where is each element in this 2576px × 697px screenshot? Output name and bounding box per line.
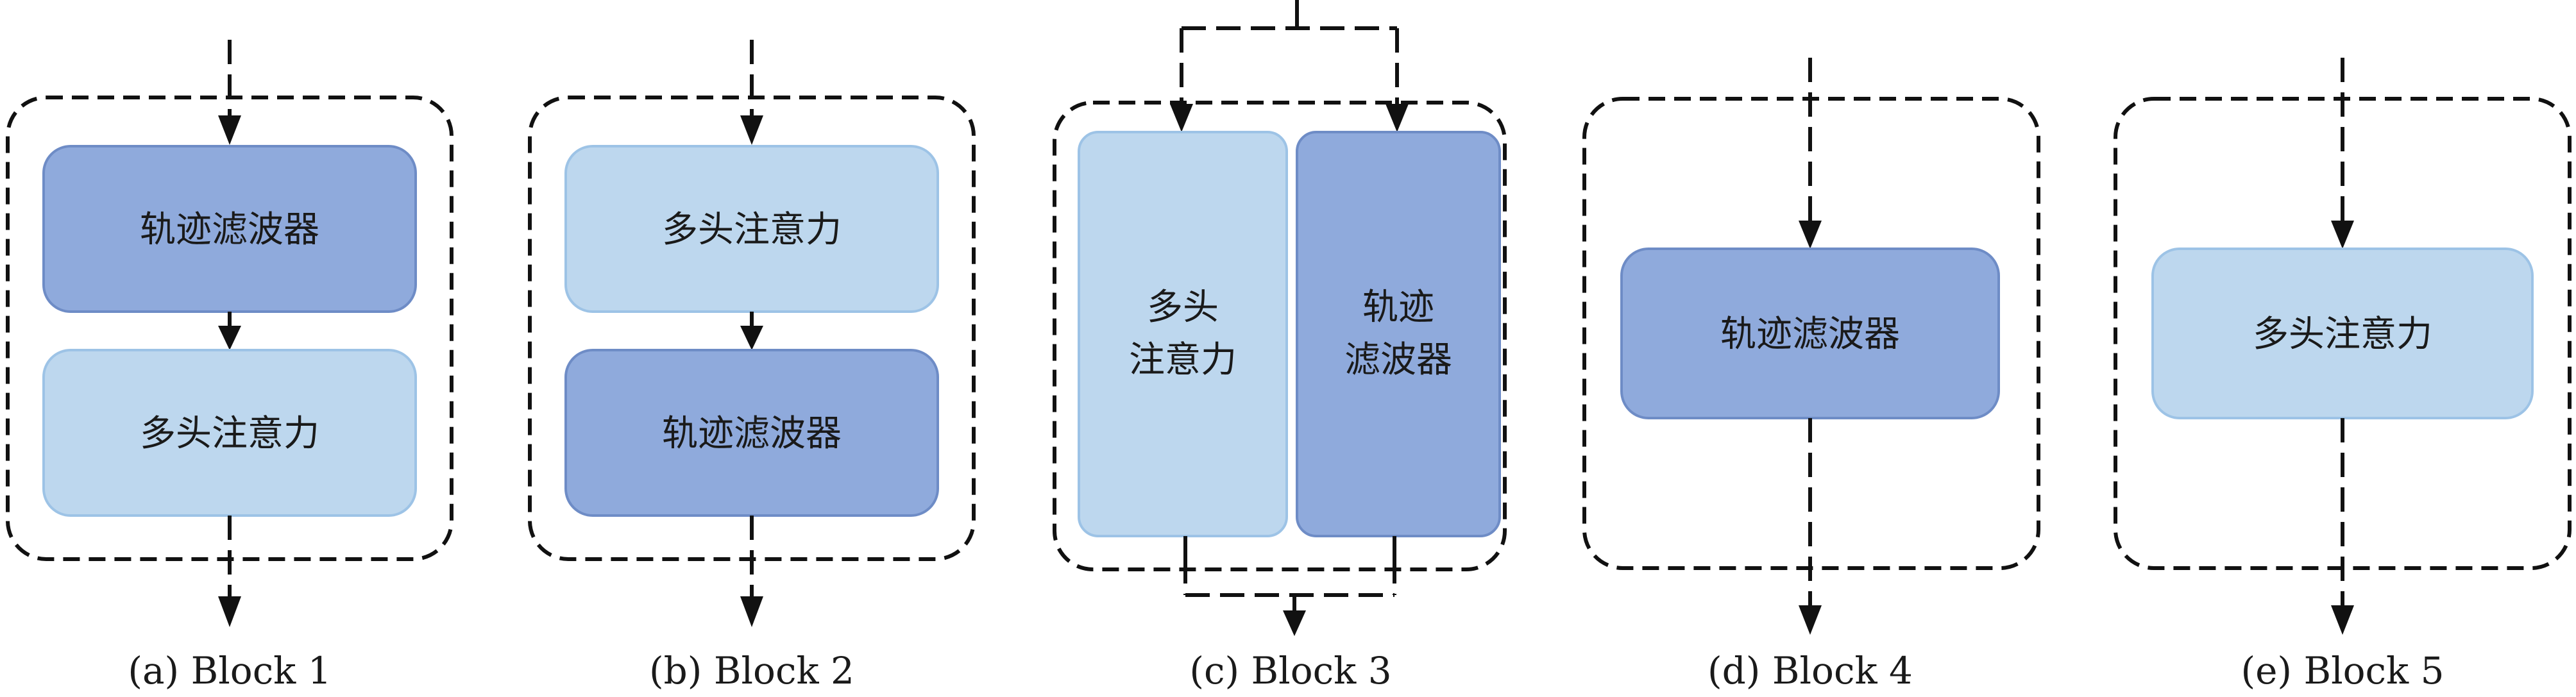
block-3-right-module-label-line1: 轨迹 [1362,287,1434,328]
block-2-bottom-module-label: 轨迹滤波器 [662,413,842,455]
block-4-module-label: 轨迹滤波器 [1720,314,1900,355]
block-2-top-module-label: 多头注意力 [662,209,842,251]
block-3-left-arrowhead [1170,104,1193,132]
block-4: 轨迹滤波器 (d) Block 4 [1582,58,2040,693]
block-3: 多头 注意力 轨迹 滤波器 (c) Block 3 [1053,0,1507,693]
block-3-left-module-label-line1: 多头 [1147,287,1219,328]
block-2-input-arrowhead [740,115,763,145]
block-5-output-arrowhead [2331,605,2354,635]
block-3-frame [1053,101,1507,571]
block-3-caption: (c) Block 3 [1189,649,1391,693]
block-1-top-module-label: 轨迹滤波器 [140,209,319,251]
block-1-output-arrowhead [218,596,241,627]
block-1-input-arrowhead [218,115,241,145]
block-1-middle-arrowhead [218,326,241,350]
block-3-multi-head-attention-module [1078,131,1288,537]
block-5-input-arrowhead [2331,221,2354,249]
block-1-bottom-module-label: 多头注意力 [140,413,319,455]
block-5-caption: (e) Block 5 [2241,649,2444,693]
block-2: 多头注意力 轨迹滤波器 (b) Block 2 [528,40,976,693]
block-3-right-arrowhead [1385,104,1409,132]
block-2-caption: (b) Block 2 [649,649,854,693]
block-1-caption: (a) Block 1 [128,649,331,693]
block-3-output-arrowhead [1283,610,1306,636]
block-3-left-module-label-line2: 注意力 [1129,339,1237,381]
block-3-right-module-label-line2: 滤波器 [1344,339,1452,381]
block-4-input-arrowhead [1799,221,1822,249]
block-2-output-arrowhead [740,596,763,627]
block-1: 轨迹滤波器 多头注意力 (a) Block 1 [6,40,453,693]
block-4-caption: (d) Block 4 [1707,649,1913,693]
block-5: 多头注意力 (e) Block 5 [2114,58,2572,693]
block-5-module-label: 多头注意力 [2253,314,2432,355]
block-4-output-arrowhead [1799,605,1822,635]
block-2-middle-arrowhead [740,326,763,350]
block-3-trajectory-filter-module [1296,131,1501,537]
